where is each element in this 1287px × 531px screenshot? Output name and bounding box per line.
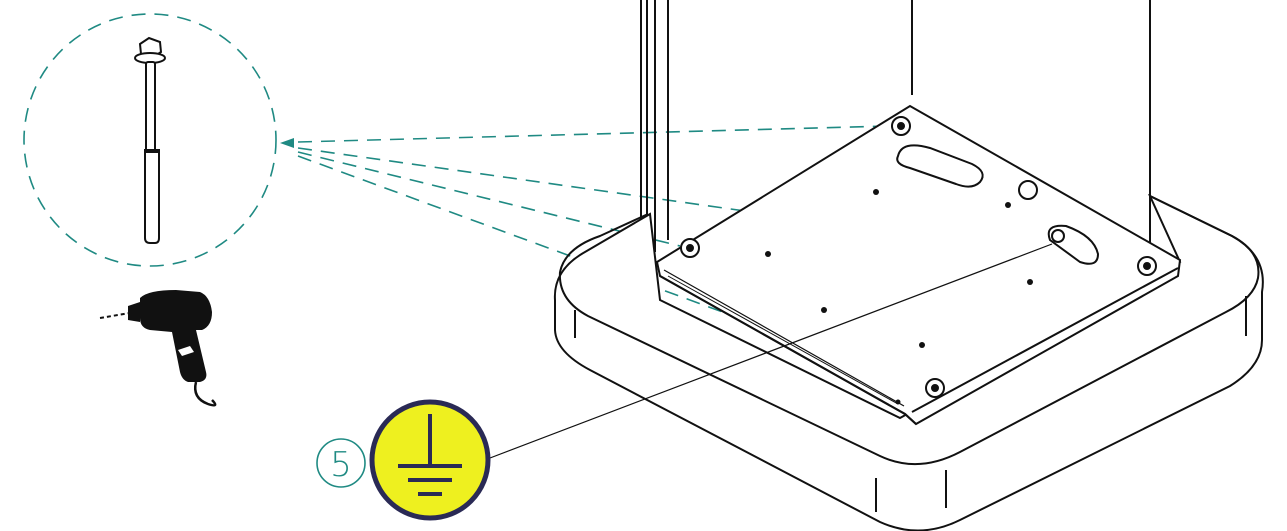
bolt-detail-callout bbox=[23, 13, 277, 267]
ground-leader-line bbox=[489, 243, 1053, 459]
step-number-badge: 5 bbox=[316, 438, 366, 488]
bolt-icon bbox=[134, 36, 166, 244]
plate-dots bbox=[765, 189, 1033, 405]
cabinet-uprights bbox=[640, 0, 1151, 252]
power-drill-icon bbox=[99, 290, 217, 407]
cable-slot-top bbox=[896, 144, 984, 188]
detail-circle bbox=[23, 13, 277, 267]
earth-ground-icon bbox=[369, 399, 491, 521]
pedestal-base bbox=[553, 193, 1264, 531]
step-number: 5 bbox=[330, 445, 352, 485]
screw-holes bbox=[680, 116, 1157, 398]
